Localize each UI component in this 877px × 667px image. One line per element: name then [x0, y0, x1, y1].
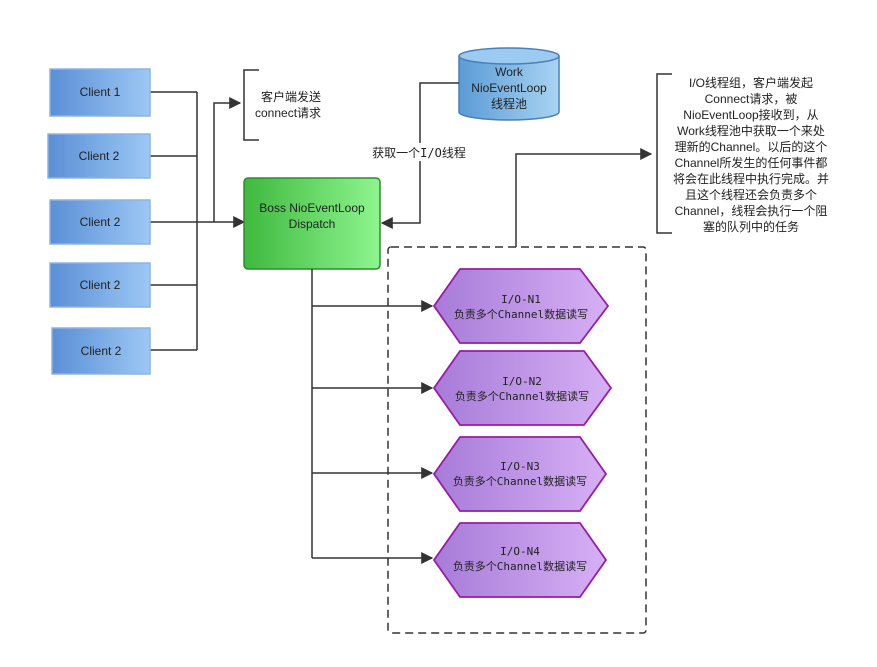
- svg-text:Work: Work: [495, 65, 524, 79]
- group-to-note-connector: [515, 148, 653, 247]
- io-node-desc: 负责多个Channel数据读写: [453, 474, 587, 488]
- svg-text:connect请求: connect请求: [255, 106, 321, 120]
- io-note: I/O线程组，客户端发起 Connect请求，被 NioEventLoop接收到…: [673, 75, 829, 234]
- io-node-4: I/O-N4 负责多个Channel数据读写: [432, 522, 608, 598]
- client-box-3: Client 2: [49, 199, 151, 245]
- svg-text:NioEventLoop接收到，从: NioEventLoop接收到，从: [683, 107, 818, 122]
- svg-text:Work线程池中获取一个来处: Work线程池中获取一个来处: [677, 123, 825, 138]
- client-label: Client 2: [80, 278, 121, 292]
- client-box-4: Client 2: [49, 262, 151, 308]
- svg-text:理新的Channel。以后的这个: 理新的Channel。以后的这个: [675, 139, 828, 154]
- client-box-5: Client 2: [51, 327, 151, 375]
- svg-text:塞的队列中的任务: 塞的队列中的任务: [703, 219, 799, 234]
- io-note-bracket: [656, 73, 672, 234]
- fetch-label-bg: [366, 143, 472, 161]
- svg-text:Channel所发生的任何事件都: Channel所发生的任何事件都: [675, 155, 828, 170]
- svg-text:将会在此线程中执行完成。并: 将会在此线程中执行完成。并: [673, 171, 829, 186]
- io-node-desc: 负责多个Channel数据读写: [455, 389, 589, 403]
- connect-note: 客户端发送 connect请求: [255, 89, 321, 120]
- io-node-1: I/O-N1 负责多个Channel数据读写: [432, 268, 610, 344]
- client-label: Client 2: [79, 149, 120, 163]
- io-node-2: I/O-N2 负责多个Channel数据读写: [432, 350, 613, 426]
- io-node-desc: 负责多个Channel数据读写: [454, 307, 588, 321]
- svg-text:NioEventLoop: NioEventLoop: [471, 81, 547, 95]
- client-connectors: [150, 91, 246, 351]
- connect-note-bracket: [243, 69, 259, 141]
- io-node-3: I/O-N3 负责多个Channel数据读写: [432, 436, 608, 512]
- fetch-io-thread-label: 获取一个I/O线程: [372, 145, 466, 160]
- io-node-desc: 负责多个Channel数据读写: [453, 559, 587, 573]
- io-node-name: I/O-N3: [500, 460, 540, 473]
- svg-text:线程池: 线程池: [491, 96, 527, 111]
- client-box-2: Client 2: [47, 133, 151, 179]
- io-node-name: I/O-N1: [501, 293, 541, 306]
- work-thread-pool-cylinder: Work NioEventLoop 线程池: [458, 47, 560, 121]
- client-box-1: Client 1: [49, 68, 151, 117]
- client-label: Client 2: [81, 344, 122, 358]
- boss-nioeventloop-box: Boss NioEventLoop Dispatch: [243, 177, 381, 270]
- boss-to-io-connectors: [311, 269, 434, 564]
- boss-title: Boss NioEventLoop: [259, 201, 365, 215]
- svg-text:且这个线程还会负责多个: 且这个线程还会负责多个: [685, 187, 817, 202]
- svg-text:I/O线程组，客户端发起: I/O线程组，客户端发起: [689, 75, 813, 90]
- io-thread-group-border: [387, 246, 647, 634]
- svg-text:Channel，线程会执行一个阻: Channel，线程会执行一个阻: [675, 203, 828, 218]
- client-label: Client 2: [80, 215, 121, 229]
- boss-subtitle: Dispatch: [289, 217, 336, 231]
- io-node-name: I/O-N2: [502, 375, 542, 388]
- io-node-name: I/O-N4: [500, 545, 540, 558]
- svg-text:客户端发送: 客户端发送: [261, 89, 321, 104]
- svg-text:Connect请求，被: Connect请求，被: [705, 92, 798, 106]
- client-label: Client 1: [80, 85, 121, 99]
